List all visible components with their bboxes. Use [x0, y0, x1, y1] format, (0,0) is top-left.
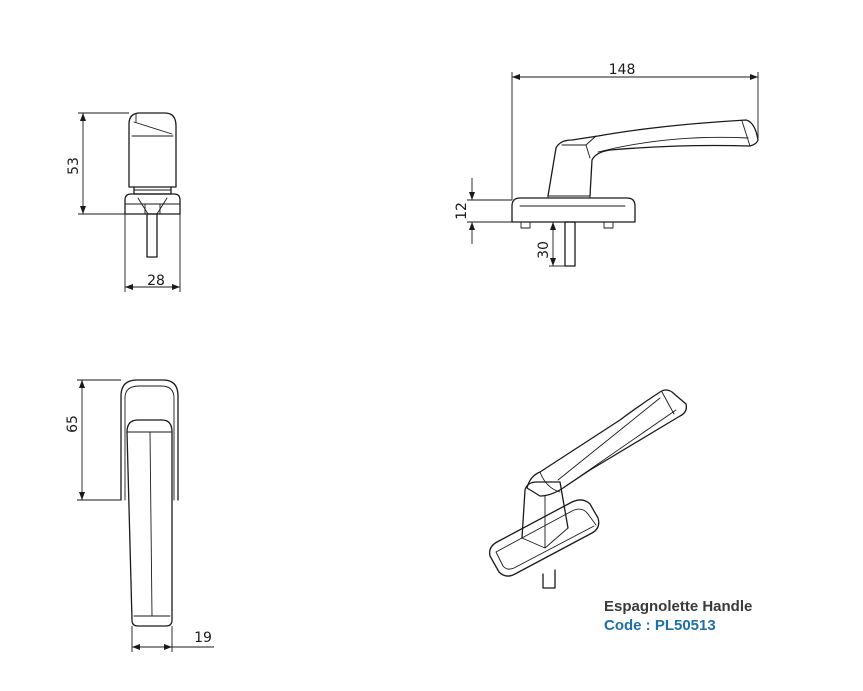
product-code: Code : PL50513	[604, 617, 716, 634]
dim-front-length: 148	[609, 62, 636, 78]
dim-front-spindle-length: 30	[536, 241, 552, 259]
product-title: Espagnolette Handle	[604, 598, 753, 615]
dim-top-height: 65	[65, 415, 81, 433]
dim-front-base-height: 12	[454, 202, 470, 220]
product-caption: Espagnolette Handle Code : PL50513	[604, 597, 752, 635]
dim-side-height: 53	[66, 157, 82, 175]
dim-top-width: 19	[194, 630, 212, 646]
top-view: 65 19	[65, 379, 214, 652]
dim-side-width: 28	[147, 273, 165, 289]
side-view: 53 28	[66, 112, 181, 292]
front-view: 148 12 30	[454, 62, 759, 267]
isometric-view	[489, 389, 688, 589]
